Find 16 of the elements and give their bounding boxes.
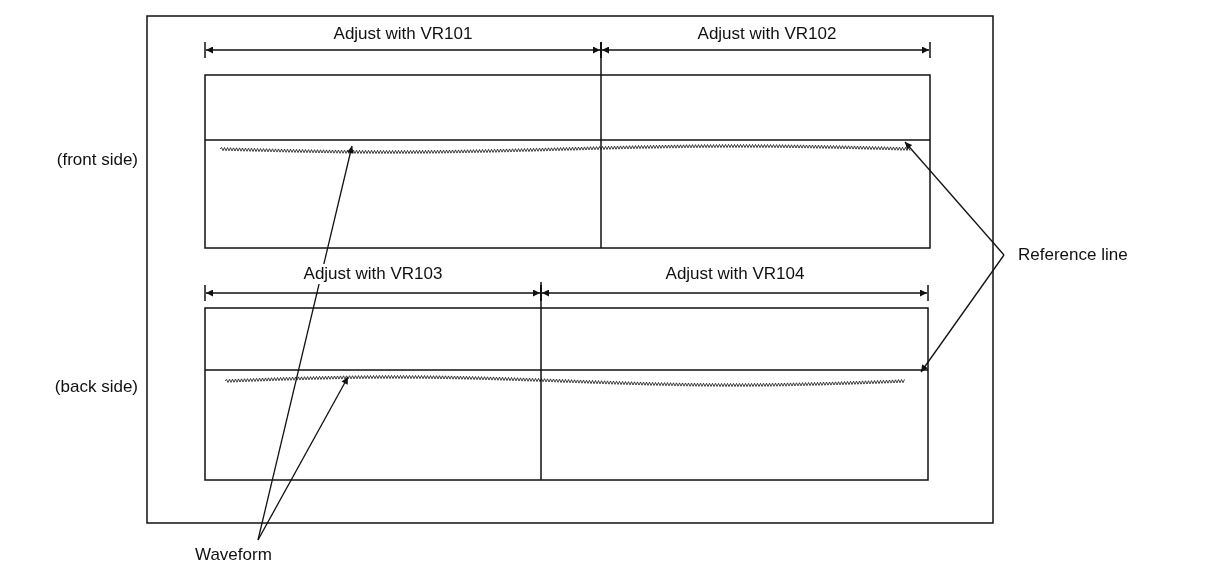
dimension-label: Adjust with VR101: [331, 24, 475, 44]
reference-line: [204, 369, 929, 371]
leader-line: [904, 141, 1005, 256]
callout-label: Reference line: [1018, 245, 1128, 265]
waveform-trace: [219, 144, 911, 154]
leader-line: [257, 145, 354, 541]
leader-line: [920, 254, 1005, 373]
waveform-trace: [224, 375, 905, 387]
side-label: (front side): [56, 150, 138, 170]
dimension-label: Adjust with VR103: [301, 264, 445, 284]
dimension-label: Adjust with VR104: [663, 264, 807, 284]
callout-label: Waveform: [195, 545, 272, 565]
leader-line: [257, 376, 349, 541]
reference-line: [204, 139, 931, 141]
dimension-label: Adjust with VR102: [695, 24, 839, 44]
side-label: (back side): [54, 377, 138, 397]
